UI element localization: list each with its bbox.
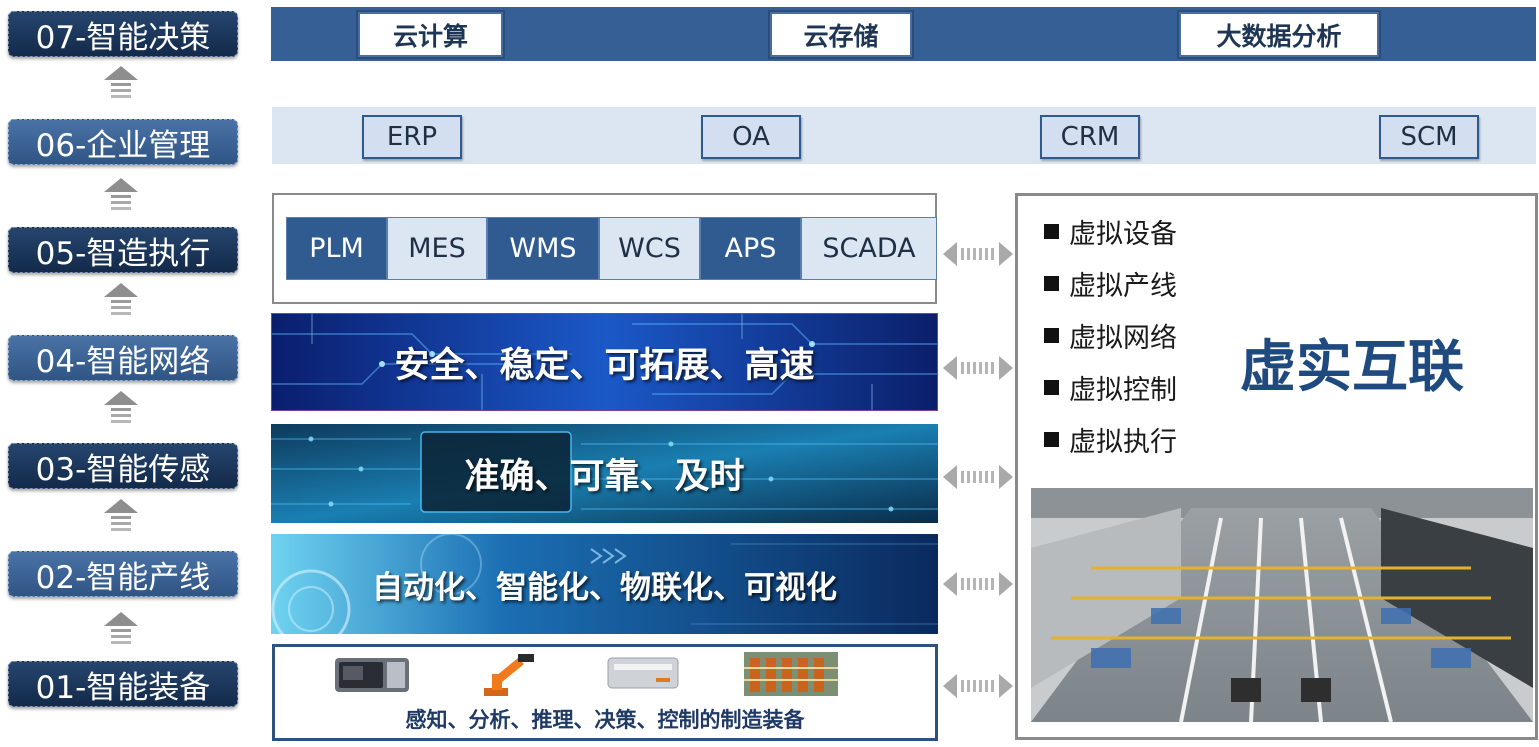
- crm-box: CRM: [1040, 115, 1140, 159]
- oa-box: OA: [701, 115, 801, 159]
- tech-gear-background-image: [271, 534, 938, 634]
- level-02: 02-智能产线: [8, 551, 238, 597]
- level-03: 03-智能传感: [8, 443, 238, 489]
- level-05: 05-智造执行: [8, 227, 238, 273]
- bullet-square-icon: [1044, 276, 1059, 291]
- scada-box: SCADA: [801, 217, 937, 280]
- bullet-square-icon: [1044, 380, 1059, 395]
- double-arrow-icon: [943, 242, 1013, 266]
- cloud-storage-box: 云存储: [770, 12, 912, 57]
- layer-04-text: 安全、稳定、可拓展、高速: [394, 345, 815, 386]
- controller-device-icon: [607, 657, 679, 689]
- up-arrow-icon: [104, 391, 138, 423]
- double-arrow-icon: [943, 356, 1013, 380]
- virtual-item: 虚拟网络: [1044, 316, 1177, 355]
- layer-04-band: 安全、稳定、可拓展、高速: [271, 313, 938, 411]
- plm-box: PLM: [286, 217, 387, 280]
- cloud-computing-box: 云计算: [358, 12, 503, 57]
- virtual-item: 虚拟设备: [1044, 212, 1177, 251]
- automated-warehouse-icon: [744, 652, 838, 696]
- double-arrow-icon: [943, 465, 1013, 489]
- virtual-item: 虚拟控制: [1044, 368, 1177, 407]
- scm-box: SCM: [1379, 115, 1479, 159]
- layer-01-caption: 感知、分析、推理、决策、控制的制造装备: [405, 708, 805, 732]
- level-07: 07-智能决策: [8, 11, 238, 57]
- cnc-machine-icon: [335, 658, 409, 692]
- layer-03-text: 准确、可靠、及时: [464, 457, 745, 497]
- industrial-robot-icon: [484, 654, 534, 696]
- double-arrow-icon: [943, 572, 1013, 596]
- layer-03-band: 准确、可靠、及时: [271, 424, 938, 523]
- level-01: 01-智能装备: [8, 661, 238, 707]
- erp-box: ERP: [362, 115, 462, 159]
- level-04: 04-智能网络: [8, 335, 238, 381]
- wcs-box: WCS: [599, 217, 700, 280]
- chip-background-image: [271, 424, 938, 523]
- level-06: 06-企业管理: [8, 119, 238, 165]
- virtual-item: 虚拟执行: [1044, 420, 1177, 459]
- up-arrow-icon: [104, 283, 138, 315]
- up-arrow-icon: [104, 66, 138, 98]
- layer-06-bar: [272, 107, 1536, 164]
- layer-02-text: 自动化、智能化、物联化、可视化: [372, 569, 837, 606]
- virtual-item: 虚拟产线: [1044, 264, 1177, 303]
- bullet-square-icon: [1044, 328, 1059, 343]
- double-arrow-icon: [943, 674, 1013, 698]
- virtual-title: 虚实互联: [1240, 335, 1464, 400]
- aps-box: APS: [700, 217, 801, 280]
- bullet-square-icon: [1044, 432, 1059, 447]
- bullet-square-icon: [1044, 224, 1059, 239]
- up-arrow-icon: [104, 612, 138, 644]
- factory-floor-image: [1031, 488, 1533, 722]
- mes-box: MES: [387, 217, 487, 280]
- big-data-box: 大数据分析: [1179, 12, 1379, 57]
- circuit-background-image: [272, 314, 937, 410]
- layer-02-band: 自动化、智能化、物联化、可视化: [271, 534, 938, 634]
- wms-box: WMS: [487, 217, 599, 280]
- up-arrow-icon: [104, 178, 138, 210]
- up-arrow-icon: [104, 499, 138, 531]
